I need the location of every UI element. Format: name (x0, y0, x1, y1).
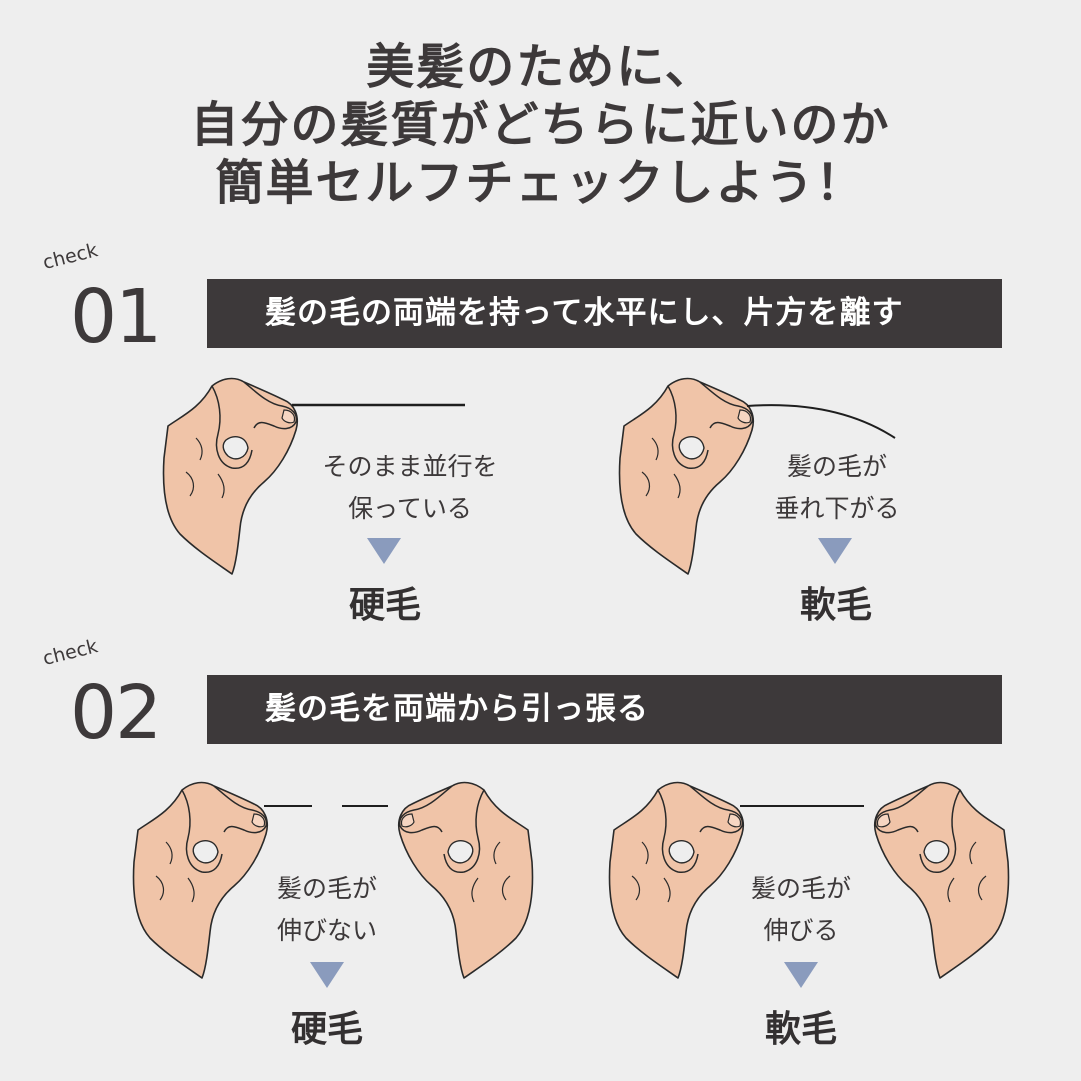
result-description-02-right: 髪の毛が 伸びる (706, 868, 896, 952)
hair-strand-icon (264, 805, 388, 807)
desc-line: 髪の毛が (276, 874, 377, 903)
result-soft-hair-01: 軟毛 (799, 585, 872, 626)
desc-line: 伸びない (276, 916, 377, 945)
result-description-02-left: 髪の毛が 伸びない (232, 868, 422, 952)
desc-line: 髪の毛が (786, 452, 887, 481)
down-triangle-icon (367, 538, 401, 564)
title-line-2: 自分の髪質がどちらに近いのか (190, 97, 891, 153)
desc-line: 垂れ下がる (774, 494, 900, 523)
hair-strand-icon (746, 404, 896, 439)
desc-line: そのまま並行を (322, 452, 498, 481)
desc-line: 保っている (348, 494, 472, 523)
result-hard-hair-01: 硬毛 (348, 585, 421, 626)
check-heading-02: 髪の毛を両端から引っ張る (207, 675, 1002, 744)
down-triangle-icon (784, 962, 818, 988)
result-hard-hair-02: 硬毛 (290, 1009, 363, 1050)
desc-line: 髪の毛が (750, 874, 851, 903)
check-heading-01: 髪の毛の両端を持って水平にし、片方を離す (207, 279, 1002, 348)
check-number-01: 01 (70, 274, 162, 360)
title-line-1: 美髪のために、 (366, 39, 715, 95)
down-triangle-icon (310, 962, 344, 988)
result-description-01-left: そのまま並行を 保っている (305, 446, 515, 530)
desc-line: 伸びる (763, 916, 839, 945)
result-description-01-right: 髪の毛が 垂れ下がる (742, 446, 932, 530)
check-label-01: check (40, 239, 100, 274)
down-triangle-icon (818, 538, 852, 564)
title-line-3: 簡単セルフチェックしよう！ (215, 155, 866, 211)
result-soft-hair-02: 軟毛 (764, 1009, 837, 1050)
check-label-02: check (40, 635, 100, 670)
page-title: 美髪のために、 自分の髪質がどちらに近いのか 簡単セルフチェックしよう！ (0, 38, 1081, 212)
hair-strand-icon (292, 403, 465, 407)
check-number-02: 02 (70, 670, 162, 756)
hair-strand-icon (740, 805, 864, 807)
